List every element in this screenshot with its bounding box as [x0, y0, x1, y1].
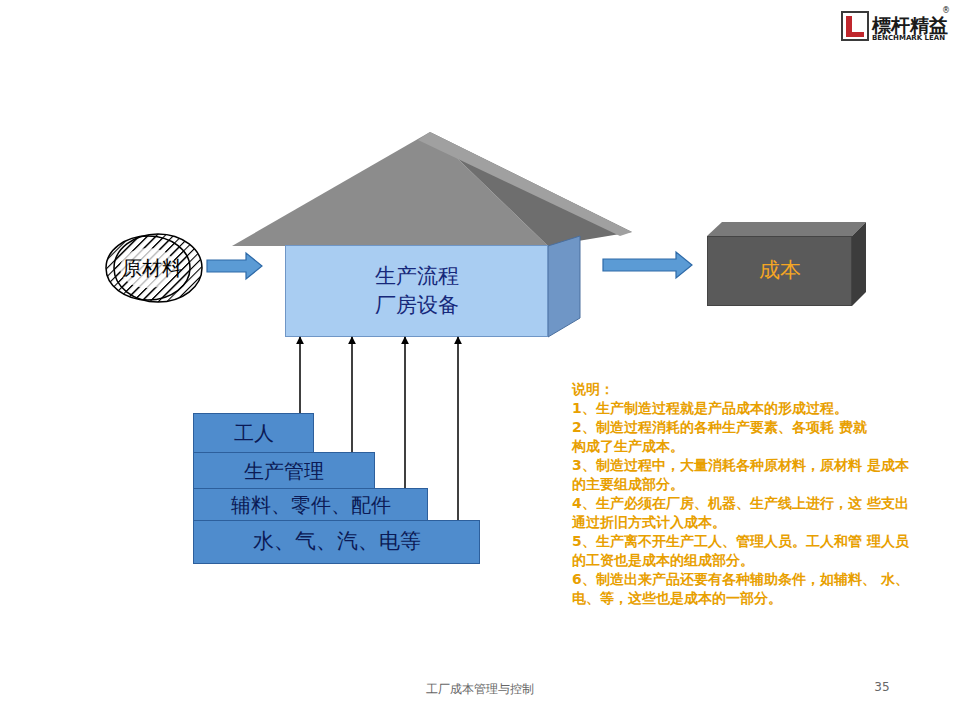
note-item: 2、制造过程消耗的各种生产要素、各项耗 费就构成了生产成本。: [572, 418, 872, 456]
node-label: 生产管理: [244, 457, 324, 485]
note-item: 1、生产制造过程就是产品成本的形成过程。: [572, 399, 917, 418]
building-side-face: [548, 236, 580, 337]
block-arrow: [603, 252, 692, 278]
logo-icon: [842, 12, 868, 40]
node-label: 水、气、汽、电等: [253, 527, 421, 556]
logo-icon-mark: [846, 16, 864, 37]
note-item: 5、生产离不开生产工人、管理人员。工人和管 理人员的工资也是成本的组成部分。: [572, 532, 917, 570]
input-arrow: [351, 337, 353, 452]
process-box: 生产流程 厂房设备: [285, 245, 548, 337]
note-heading: 说明：: [572, 380, 917, 399]
node-label: 辅料、零件、配件: [231, 491, 391, 519]
logo-subtext: BENCHMARK LEAN: [872, 34, 952, 43]
stair-step: 工人: [193, 413, 314, 453]
raw-material-cylinder: 原材料: [100, 232, 204, 304]
cost-box: 成本: [707, 236, 852, 306]
input-arrow: [457, 337, 459, 520]
node-label: 成本: [759, 256, 801, 285]
cylinder-front: [106, 236, 190, 300]
page-number: 35: [862, 679, 902, 695]
cost-box-side-face: [852, 222, 866, 306]
roof-top-face: [418, 132, 632, 236]
input-arrow: [404, 337, 406, 488]
node-label: 原材料: [122, 254, 182, 282]
note-item: 3、制造过程中，大量消耗各种原材料，原材料 是成本的主要组成部分。: [572, 456, 917, 494]
footer-title: 工厂成本管理与控制: [380, 681, 580, 697]
cost-box-top-face: [707, 222, 866, 236]
registered-mark: ®: [942, 6, 954, 16]
stair-step: 水、气、汽、电等: [193, 520, 480, 564]
input-arrow: [299, 337, 301, 413]
node-label: 工人: [234, 419, 274, 447]
node-label: 生产流程 厂房设备: [367, 262, 467, 321]
stair-step: 生产管理: [193, 452, 375, 489]
note-item: 4、生产必须在厂房、机器、生产线上进行，这 些支出通过折旧方式计入成本。: [572, 494, 917, 532]
block-arrow: [207, 253, 262, 279]
note-item: 6、制造出来产品还要有各种辅助条件，如辅料、 水、电、等，这些也是成本的一部分。: [572, 570, 917, 608]
stair-step: 辅料、零件、配件: [193, 488, 428, 521]
